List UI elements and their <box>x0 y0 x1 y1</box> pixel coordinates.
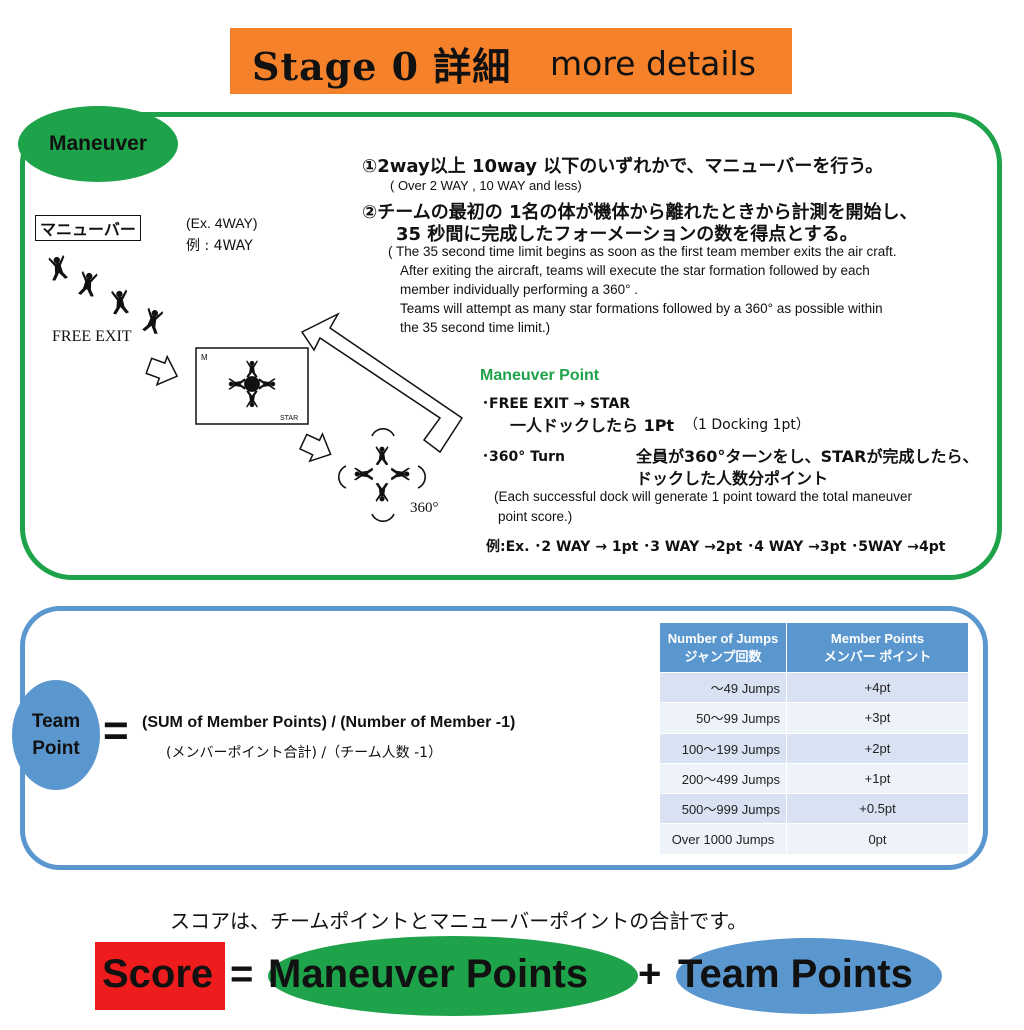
rule-2-en-line: ( The 35 second time limit begins as soo… <box>388 244 897 259</box>
maneuver-box-label: マニューバー <box>35 215 141 241</box>
free-exit-rule: ･FREE EXIT → STAR <box>482 396 631 412</box>
column-header-jp: ジャンプ回数 <box>684 648 762 664</box>
turn-rule-jp-line-2: ドックした人数分ポイント <box>636 469 829 488</box>
jumps-cell: 500～999 Jumps <box>659 793 787 825</box>
jumps-cell: ～49 Jumps <box>659 671 787 704</box>
formation-caption: STAR <box>280 415 298 422</box>
formation-letter: M <box>201 353 208 362</box>
rule-2-jp-line-1: ②チームの最初の 1名の体が機体から離れたときから計測を開始し、 <box>362 202 918 223</box>
point-note-line-2: point score.) <box>498 509 573 524</box>
equals-sign: = <box>103 706 129 755</box>
team-points-ellipse <box>676 938 942 1014</box>
jumps-cell: 100～199 Jumps <box>659 732 787 764</box>
member-points-table: Number of Jumps ジャンプ回数 Member Points メンバ… <box>659 622 969 855</box>
table-row: 100～199 Jumps +2pt <box>659 732 969 764</box>
maneuver-points-ellipse <box>268 936 638 1016</box>
team-point-badge: Team Point <box>12 680 100 790</box>
rule-2-en-line: the 35 second time limit.) <box>400 320 551 335</box>
table-row: 500～999 Jumps +0.5pt <box>659 793 969 825</box>
turn-rule-label: ･360° Turn <box>482 449 565 465</box>
jumps-cell: Over 1000 Jumps <box>659 823 787 855</box>
table-row: ～49 Jumps +4pt <box>659 671 969 704</box>
maneuver-points-word: Maneuver Points <box>268 952 589 996</box>
team-badge-line-2: Point <box>32 738 80 759</box>
points-cell: +3pt <box>786 702 969 734</box>
jumps-cell: 50～99 Jumps <box>659 702 787 734</box>
page-subtitle: more details <box>550 44 756 83</box>
point-note-line-1: (Each successful dock will generate 1 po… <box>494 489 912 504</box>
turn-rule-jp-line-1: 全員が360°ターンをし、STARが完成したら、 <box>636 447 979 466</box>
column-header-points: Member Points メンバー ポイント <box>786 622 969 673</box>
jumps-cell: 200～499 Jumps <box>659 762 787 795</box>
team-badge-line-1: Team <box>31 711 81 732</box>
rule-2-jp-line-2: 35 秒間に完成したフォーメーションの数を得点とする。 <box>396 224 858 245</box>
flow-arrow-icon <box>300 312 464 454</box>
skydiver-icon <box>48 254 69 282</box>
rule-2-en-line: member individually performing a 360° . <box>400 282 639 297</box>
table-row: 200～499 Jumps +1pt <box>659 762 969 795</box>
skydiver-icon <box>141 307 164 335</box>
arrow-right-icon <box>145 354 179 387</box>
team-formula-jp: (メンバーポイント合計) /（チーム人数 -1） <box>166 745 443 761</box>
page-title: Stage 0 詳細 <box>252 44 512 89</box>
free-exit-label: FREE EXIT <box>52 328 132 345</box>
example-label-jp: 例 : 4WAY <box>186 238 253 254</box>
score-note: スコアは、チームポイントとマニューバーポイントの合計です。 <box>170 909 748 933</box>
table-row: 50～99 Jumps +3pt <box>659 702 969 734</box>
team-points-word: Team Points <box>678 952 913 996</box>
maneuver-panel <box>20 112 1002 580</box>
star-formation-icon <box>228 360 276 408</box>
rule-1-jp: ①2way以上 10way 以下のいずれかで、マニューバーを行う。 <box>362 156 884 177</box>
column-header-en: Member Points <box>830 630 925 646</box>
team-formula-en: (SUM of Member Points) / (Number of Memb… <box>142 714 516 731</box>
maneuver-badge: Maneuver <box>18 106 178 182</box>
point-example: 例:Ex. ･2 WAY → 1pt ･3 WAY →2pt ･4 WAY →3… <box>486 539 946 555</box>
turn-degree-label: 360° <box>410 500 439 516</box>
score-highlight <box>95 942 225 1010</box>
points-cell: +4pt <box>786 671 969 704</box>
title-banner <box>230 28 792 94</box>
points-cell: +0.5pt <box>786 793 969 825</box>
column-header-jumps: Number of Jumps ジャンプ回数 <box>659 622 787 673</box>
score-equals: = <box>230 952 254 996</box>
score-plus: + <box>638 952 662 996</box>
maneuver-point-heading: Maneuver Point <box>480 367 600 384</box>
maneuver-diagram: M STAR <box>48 254 464 522</box>
points-cell: 0pt <box>786 823 969 855</box>
example-label-en: (Ex. 4WAY) <box>186 215 258 231</box>
rule-2-en-line: Teams will attempt as many star formatio… <box>400 301 883 316</box>
column-header-jp: メンバー ポイント <box>823 648 932 664</box>
points-cell: +2pt <box>786 732 969 764</box>
docking-rule-en: （1 Docking 1pt） <box>684 417 810 433</box>
skydiver-icon <box>111 289 130 315</box>
rotate-icon <box>338 428 426 522</box>
column-header-en: Number of Jumps <box>667 630 779 646</box>
docking-rule-jp: 一人ドックしたら 1Pt <box>510 416 675 435</box>
table-header-row: Number of Jumps ジャンプ回数 Member Points メンバ… <box>659 622 969 673</box>
arrow-right-icon <box>299 432 332 463</box>
table-row: Over 1000 Jumps 0pt <box>659 823 969 855</box>
turn-formation-icon <box>354 446 410 502</box>
score-word: Score <box>102 952 214 996</box>
rule-1-en: ( Over 2 WAY , 10 WAY and less) <box>390 178 582 193</box>
skydiver-icon <box>77 270 98 298</box>
points-cell: +1pt <box>786 762 969 795</box>
rule-2-en-line: After exiting the aircraft, teams will e… <box>400 263 870 278</box>
